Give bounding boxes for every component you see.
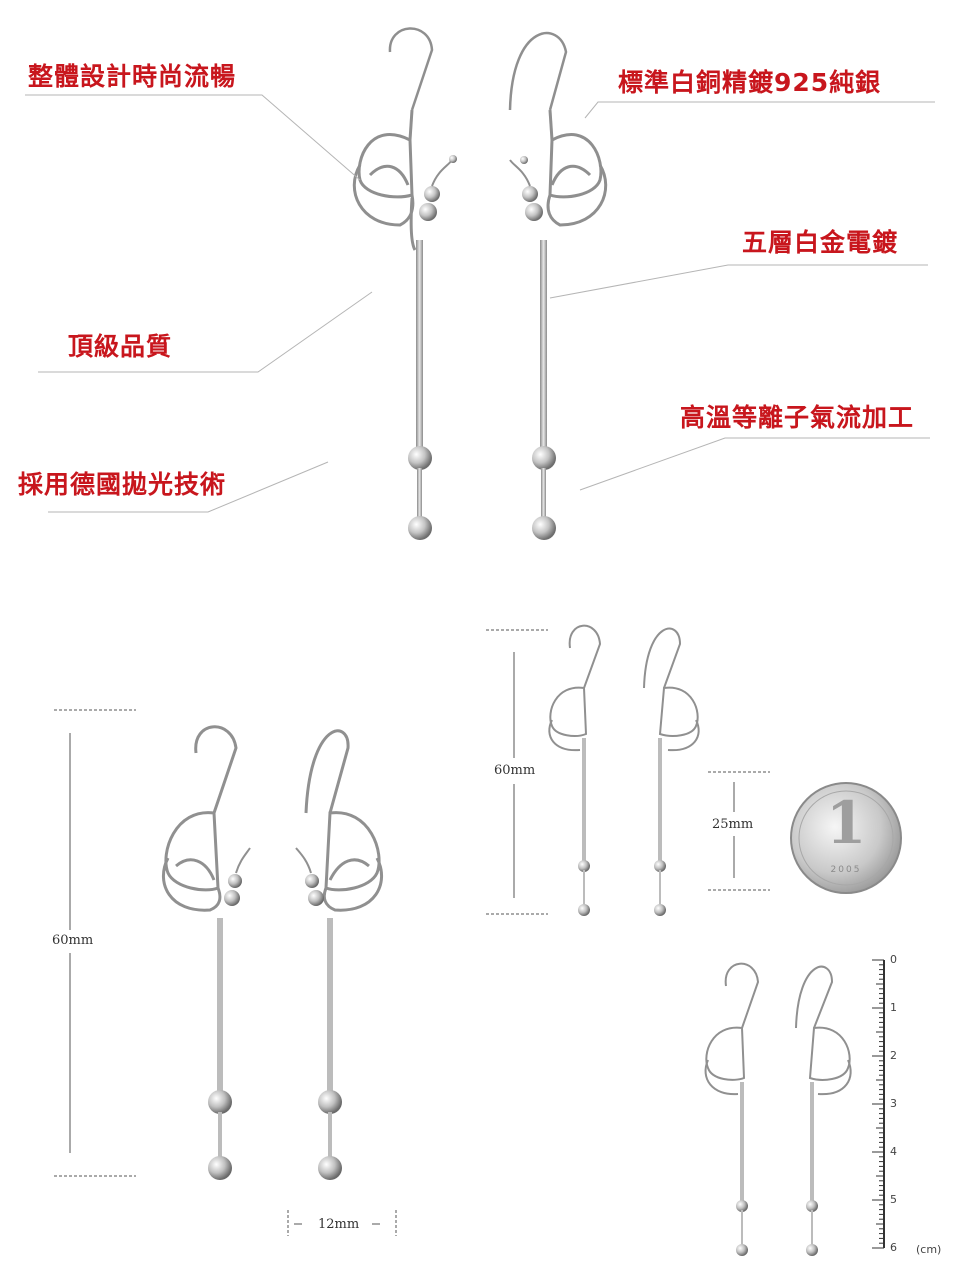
label-overall-design: 整體設計時尚流暢 bbox=[28, 62, 237, 91]
reference-coin bbox=[790, 782, 902, 894]
coin-denomination: 1 bbox=[826, 789, 867, 857]
right-earring bbox=[508, 31, 608, 540]
ruler-mark-label: 3 bbox=[890, 1097, 897, 1110]
width-label-large: 12mm bbox=[318, 1217, 360, 1232]
callout-leader-lines bbox=[25, 94, 935, 513]
medium-length-indicator bbox=[486, 629, 548, 915]
coin-size-label: 25mm bbox=[712, 817, 754, 832]
dimension-section: 60mm 12mm 60mm 25mm 1 2005 0 1 2 3 4 5 6 (cm) bbox=[0, 608, 960, 1288]
label-polish: 採用德國拋光技術 bbox=[18, 470, 227, 499]
ruler bbox=[872, 959, 885, 1249]
left-earring bbox=[352, 27, 457, 540]
small-earring-pair bbox=[704, 962, 852, 1256]
label-plating: 五層白金電鍍 bbox=[742, 228, 899, 257]
label-process: 高溫等離子氣流加工 bbox=[680, 403, 915, 432]
ruler-mark-label: 2 bbox=[890, 1049, 897, 1062]
ruler-mark-label: 6 bbox=[890, 1241, 897, 1254]
ruler-mark-label: 0 bbox=[890, 953, 897, 966]
ruler-mark-label: 1 bbox=[890, 1001, 897, 1014]
large-width-indicator bbox=[287, 1210, 397, 1236]
large-length-indicator bbox=[54, 709, 136, 1177]
ruler-mark-label: 4 bbox=[890, 1145, 897, 1158]
coin-year: 2005 bbox=[830, 865, 862, 875]
ruler-mark-label: 5 bbox=[890, 1193, 897, 1206]
label-quality: 頂級品質 bbox=[68, 332, 173, 361]
label-material: 標準白銅精鍍925純銀 bbox=[618, 68, 882, 97]
coin-size-indicator bbox=[708, 771, 770, 891]
top-earrings-illustration bbox=[25, 27, 935, 540]
ruler-unit: (cm) bbox=[916, 1243, 942, 1256]
feature-section: 整體設計時尚流暢 標準白銅精鍍925純銀 五層白金電鍍 頂級品質 高溫等離子氣流… bbox=[0, 0, 960, 580]
dimension-illustrations bbox=[54, 624, 902, 1256]
length-label-medium: 60mm bbox=[494, 763, 536, 778]
medium-earring-pair bbox=[548, 624, 700, 916]
length-label-large: 60mm bbox=[52, 933, 94, 948]
large-earring-pair bbox=[162, 725, 383, 1180]
